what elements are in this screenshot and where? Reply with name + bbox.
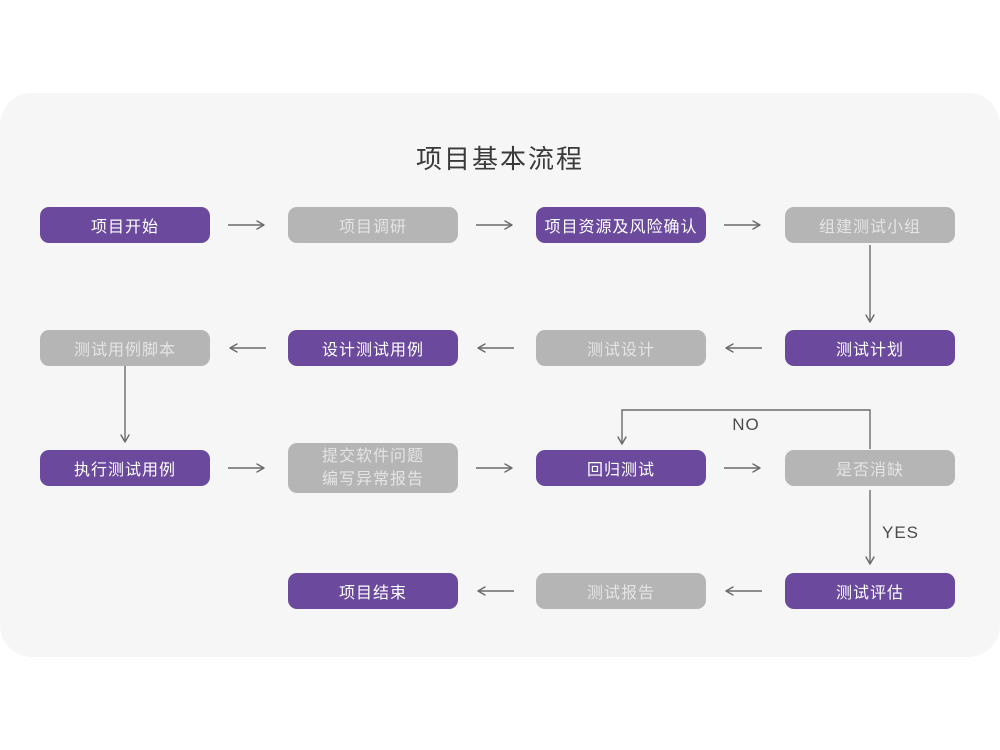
edge-label-no: NO: [732, 415, 760, 434]
diagram-title: 项目基本流程: [415, 144, 584, 174]
node-test-design: 测试设计: [536, 330, 706, 366]
node-regression-test: 回归测试: [536, 450, 706, 486]
node-test-evaluation: 测试评估: [785, 573, 955, 609]
node-test-plan: 测试计划: [785, 330, 955, 366]
node-defect-cleared: 是否消缺: [785, 450, 955, 486]
flowchart-card: 项目基本流程 项目开始 项目调研 项目资源及风险确认 组建测试小组 测试用例脚本…: [0, 93, 1000, 657]
node-execute-test-cases: 执行测试用例: [40, 450, 210, 486]
node-project-start: 项目开始: [40, 207, 210, 243]
edge-label-yes: YES: [882, 523, 920, 542]
node-build-test-team: 组建测试小组: [785, 207, 955, 243]
node-test-report: 测试报告: [536, 573, 706, 609]
node-project-end: 项目结束: [288, 573, 458, 609]
node-design-test-cases: 设计测试用例: [288, 330, 458, 366]
node-test-case-script: 测试用例脚本: [40, 330, 210, 366]
node-submit-issue-report: 提交软件问题 编写异常报告: [288, 443, 458, 493]
node-resource-risk-confirm: 项目资源及风险确认: [536, 207, 706, 243]
node-project-research: 项目调研: [288, 207, 458, 243]
